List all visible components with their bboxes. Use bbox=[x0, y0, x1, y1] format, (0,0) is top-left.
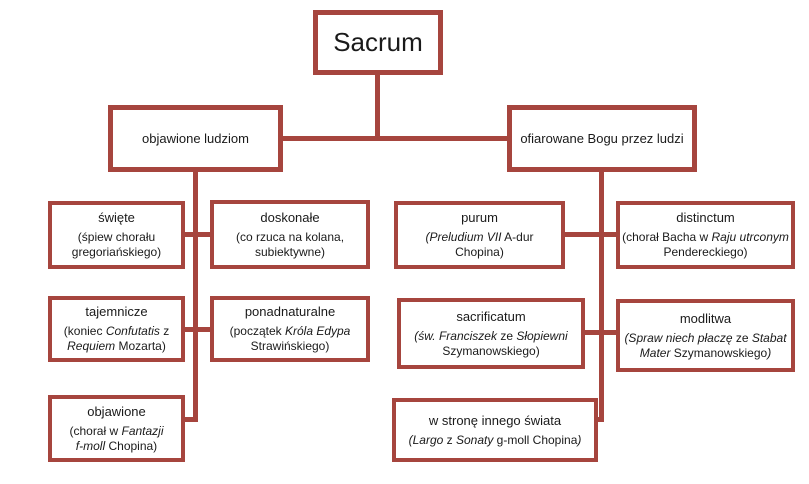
node-w-strone-innego-swiata: w stronę innego świata (Largo z Sonaty g… bbox=[392, 398, 598, 462]
node-objawione-ludziom: objawione ludziom bbox=[108, 105, 283, 172]
node-subtitle: (co rzuca na kolana,subiektywne) bbox=[235, 229, 345, 259]
connector-left-row2-stub bbox=[185, 327, 210, 332]
connector-left-row1-stub bbox=[185, 232, 210, 237]
node-distinctum: distinctum (chorał Bacha w Raju utrconym… bbox=[616, 201, 795, 269]
node-sacrificatum: sacrificatum (św. Franciszek ze Słopiewn… bbox=[397, 298, 585, 369]
node-title: objawione bbox=[87, 403, 146, 419]
connector-right-row2-stub bbox=[585, 330, 616, 335]
branch-label: objawione ludziom bbox=[142, 131, 249, 146]
connector-right-row1-stub bbox=[565, 232, 616, 237]
connector-right-trunk bbox=[599, 170, 604, 422]
node-title: ponadnaturalne bbox=[244, 304, 336, 319]
node-subtitle: (Largo z Sonaty g-moll Chopina) bbox=[408, 432, 582, 447]
node-doskonale: doskonałe (co rzuca na kolana,subiektywn… bbox=[210, 200, 370, 269]
node-title: sacrificatum bbox=[456, 308, 526, 324]
node-title: purum bbox=[461, 210, 498, 225]
connector-root-trunk bbox=[375, 73, 380, 141]
node-ofiarowane-bogu-przez-ludzi: ofiarowane Bogu przez ludzi bbox=[507, 105, 697, 172]
node-sacrum: Sacrum bbox=[313, 10, 443, 75]
node-title: doskonałe bbox=[260, 209, 320, 225]
node-title: distinctum bbox=[676, 210, 735, 225]
node-title: w stronę innego świata bbox=[428, 412, 562, 428]
connector-branch-horizontal bbox=[283, 136, 507, 141]
connector-right-row3-elbow bbox=[596, 417, 604, 422]
root-label: Sacrum bbox=[333, 27, 423, 57]
node-title: święte bbox=[98, 210, 135, 225]
node-title: tajemnicze bbox=[85, 304, 148, 319]
connector-left-trunk bbox=[193, 170, 198, 422]
branch-label: ofiarowane Bogu przez ludzi bbox=[520, 131, 684, 146]
node-title: modlitwa bbox=[679, 310, 732, 326]
connector-left-row3-elbow bbox=[184, 417, 196, 422]
